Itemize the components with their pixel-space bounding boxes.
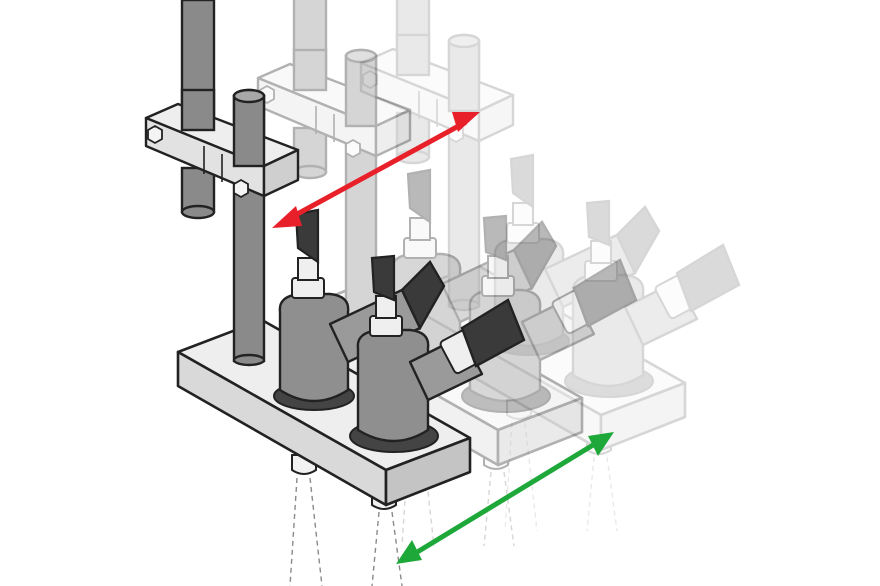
horizontal-travel-arrow: [396, 432, 614, 564]
vertical-travel-arrow: [272, 112, 480, 228]
